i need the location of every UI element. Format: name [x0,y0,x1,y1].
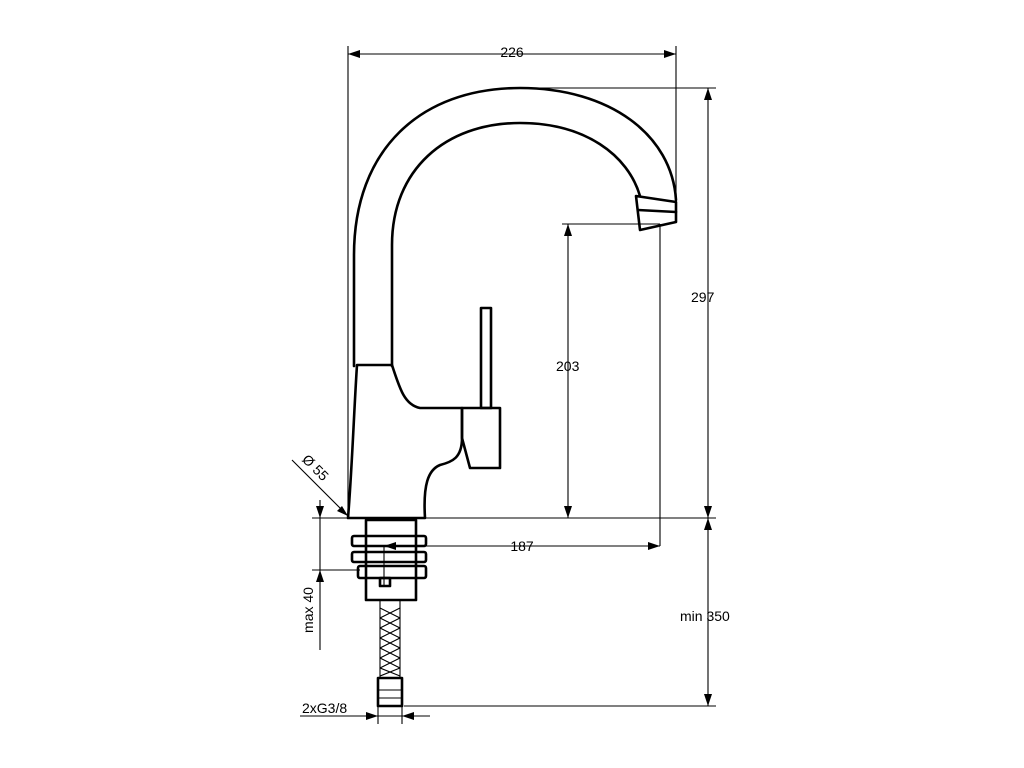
dimension-lines [291,46,716,724]
base-diameter-label: Ø 55 [299,451,332,484]
diameter-leader-line [291,459,349,517]
spout-tip [634,194,678,232]
lever-handle [479,306,493,410]
min-clearance-label: min 350 [680,608,730,624]
spout-reach-label: 187 [510,538,534,554]
spout-inner-curve [390,121,642,368]
overall-width-label: 226 [500,44,524,60]
faucet-outline [346,86,678,708]
braided-hose [379,599,401,679]
mounting-shank [364,518,418,602]
lever-hub [460,406,502,470]
overall-height-label: 297 [691,289,715,305]
spout-outer-curve [352,86,678,368]
hose-fitting [376,676,404,708]
mounting-washer-2 [350,550,428,564]
connections-label: 2xG3/8 [302,700,347,716]
faucet-body [346,363,464,520]
spout-height-label: 203 [556,358,580,374]
max-thickness-label: max 40 [300,587,316,633]
mounting-nut [356,564,428,580]
